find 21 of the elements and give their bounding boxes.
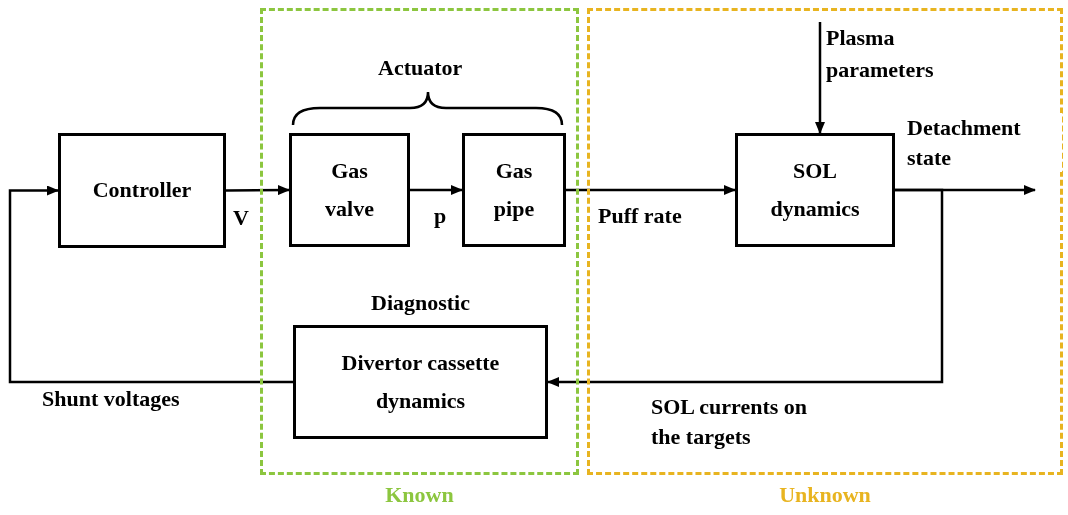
box-label: SOL dynamics [769, 156, 861, 223]
arrow [566, 185, 736, 195]
box-label: Gas valve [324, 156, 375, 223]
input-label: Plasma parameters [826, 22, 976, 92]
box-label: Controller [92, 176, 192, 205]
arrow [8, 185, 293, 384]
arrow [226, 185, 290, 196]
process-box [735, 133, 895, 247]
arrow [410, 185, 463, 195]
arrow [547, 188, 944, 387]
edge-label: Detachment state [907, 113, 1062, 173]
process-box [58, 133, 226, 248]
group-label: Actuator [378, 55, 463, 81]
box-label: Divertor cassette dynamics [340, 348, 501, 415]
region-label: Known [384, 482, 455, 508]
process-box [462, 133, 566, 247]
process-box [289, 133, 410, 247]
arrow [815, 22, 825, 134]
region-label: Unknown [778, 482, 872, 508]
box-heading: Diagnostic [370, 290, 471, 316]
box-label: Gas pipe [492, 156, 536, 223]
